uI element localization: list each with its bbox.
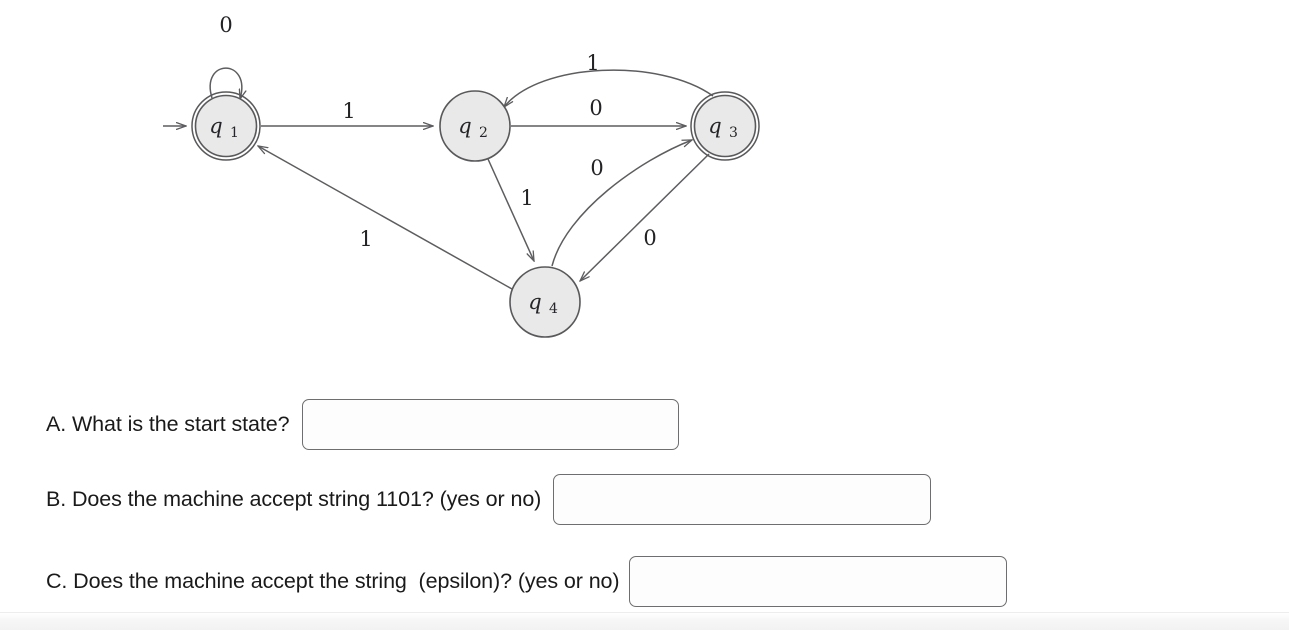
state-label-q4: q	[528, 290, 541, 314]
edge-q2-q4	[487, 158, 534, 261]
question-row-c: C. Does the machine accept the string (e…	[46, 556, 1008, 607]
edge-q4-q1	[258, 146, 513, 290]
edge-label-q3-q2: 1	[586, 51, 599, 75]
edge-q1-q1	[209, 67, 242, 99]
edge-label-q1-q1: 0	[219, 13, 232, 37]
answer-input-b[interactable]	[553, 474, 932, 525]
edge-label-q3-q4: 0	[643, 226, 656, 250]
question-b-text: B. Does the machine accept string 1101? …	[46, 486, 542, 511]
state-node-q3: q 3	[690, 91, 760, 161]
edge-label-q2-q3: 0	[589, 96, 602, 120]
answer-input-a[interactable]	[302, 399, 680, 450]
question-row-b: B. Does the machine accept string 1101? …	[46, 474, 932, 525]
question-a-text: A. What is the start state?	[46, 411, 290, 436]
question-c-text: C. Does the machine accept the string (e…	[46, 568, 620, 593]
edge-label-q4-q1: 1	[359, 227, 372, 251]
state-node-q1: q 1	[191, 91, 261, 161]
question-row-a: A. What is the start state?	[46, 399, 680, 450]
state-sub-q2: 2	[479, 125, 488, 141]
state-sub-q4: 4	[549, 301, 558, 317]
state-sub-q1: 1	[230, 125, 239, 141]
automaton-diagram: 0 1 0 1 1 0 0 1	[0, 0, 900, 370]
edge-q4-q3	[551, 139, 692, 267]
page-bottom-band	[0, 612, 1289, 630]
state-node-q4: q 4	[509, 266, 581, 338]
state-sub-q3: 3	[729, 125, 738, 141]
state-node-q2: q 2	[439, 90, 511, 162]
answer-input-c[interactable]	[629, 556, 1008, 607]
edge-q3-q4	[580, 153, 710, 281]
edge-q3-q2	[504, 69, 714, 107]
state-label-q1: q	[209, 114, 222, 138]
edge-label-q4-q3: 0	[590, 156, 603, 180]
edge-label-q2-q4: 1	[520, 186, 533, 210]
automaton-svg: 0 1 0 1 1 0 0 1	[163, 13, 760, 338]
state-label-q2: q	[458, 114, 471, 138]
state-label-q3: q	[708, 114, 721, 138]
edge-label-q1-q2: 1	[342, 99, 355, 123]
